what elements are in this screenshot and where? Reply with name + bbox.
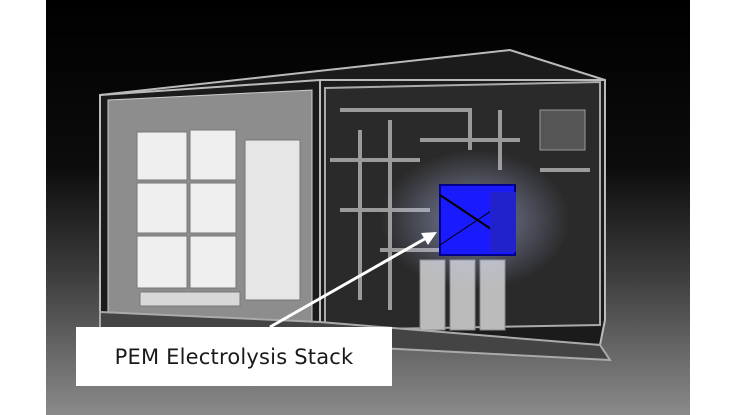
cabinet-doors <box>136 129 301 307</box>
callout-label: PEM Electrolysis Stack <box>114 344 354 369</box>
callout-arrow <box>269 232 437 329</box>
callout-label-box: PEM Electrolysis Stack <box>76 327 392 386</box>
pem-stack <box>439 184 516 256</box>
